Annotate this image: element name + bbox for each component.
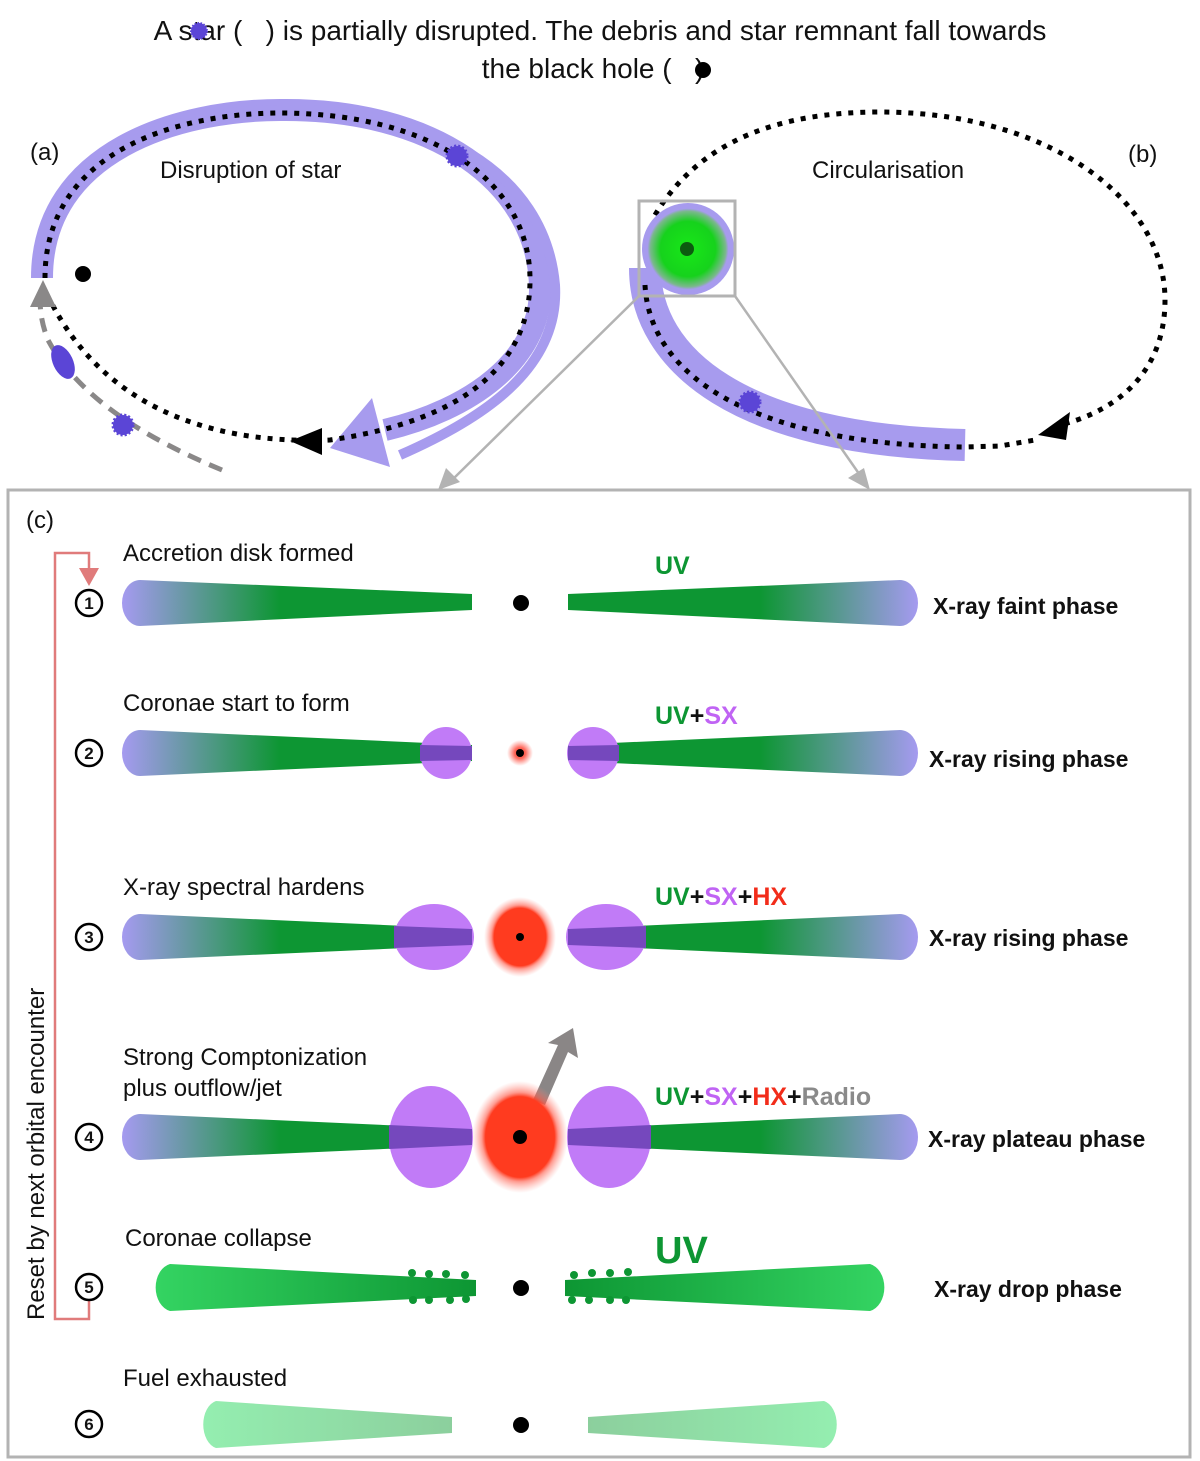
star-remnant-icon (445, 144, 469, 168)
figure-title: A star ( ) is partially disrupted. The d… (154, 15, 1047, 84)
phase-label: X-ray faint phase (933, 593, 1118, 619)
panel-b: (b) Circularisation (438, 109, 1168, 490)
disk-left (122, 1114, 472, 1160)
band-label: UV (655, 552, 690, 580)
disk-left (122, 730, 472, 776)
stage-number-badge (74, 738, 104, 768)
black-hole-b (680, 242, 694, 256)
black-hole-legend-icon (695, 62, 711, 78)
stage-2: Coronae start to form 2 UV+SX X-ray risi… (74, 690, 1128, 779)
black-hole (516, 933, 524, 941)
band-label: UV+SX (655, 702, 738, 730)
black-hole (516, 749, 524, 757)
stage-number-badge (74, 588, 104, 618)
disk-right (568, 730, 918, 776)
zoom-connector-left (449, 295, 640, 483)
disk-right (568, 580, 918, 626)
stretched-star-icon (51, 345, 75, 379)
disk-left (122, 580, 472, 626)
incoming-star-icon (111, 413, 135, 437)
stage-number-badge (74, 1409, 104, 1439)
panel-c-label: (c) (26, 507, 54, 534)
orbit-path-a (42, 110, 533, 443)
stage-number-badge (74, 1272, 104, 1302)
disk-left (122, 914, 472, 960)
trajectory-arrowhead (30, 280, 56, 307)
stage-title: X-ray spectral hardens (123, 874, 364, 901)
phase-label: X-ray rising phase (929, 746, 1128, 772)
stage-number: 5 (84, 1278, 93, 1297)
debris-arrowhead (330, 398, 390, 467)
stage-1: Accretion disk formed 1 UV X-ray faint p… (74, 540, 1118, 626)
phase-label: X-ray drop phase (934, 1276, 1122, 1302)
black-hole-a (75, 266, 91, 282)
stage-number: 6 (84, 1415, 93, 1434)
incoming-trajectory (37, 294, 223, 473)
corona-overlap-left (394, 926, 472, 948)
disk-right (565, 1264, 885, 1311)
stage-4: Strong Comptonization plus outflow/jet 4… (74, 1028, 1145, 1193)
panel-a-label: (a) (30, 139, 59, 166)
debris-stream-outer (37, 104, 561, 460)
stage-title-line-2: plus outflow/jet (123, 1075, 282, 1102)
band-label: UV+SX+HX (655, 883, 787, 911)
phase-label: X-ray plateau phase (928, 1126, 1145, 1152)
disk-left-faded (203, 1401, 452, 1448)
stage-title: Fuel exhausted (123, 1365, 287, 1392)
stage-number-badge (74, 922, 104, 952)
reset-arrowhead (79, 568, 99, 586)
stage-title-line-1: Strong Comptonization (123, 1044, 367, 1071)
disk-right-faded (588, 1401, 837, 1448)
stage-number: 4 (84, 1128, 94, 1147)
stage-title: Coronae collapse (125, 1225, 312, 1252)
disk-right (568, 914, 918, 960)
reset-loop-line (53, 551, 91, 1321)
panel-a-title: Disruption of star (160, 157, 341, 184)
stage-3: X-ray spectral hardens 3 UV+SX+HX X-ray … (74, 874, 1128, 977)
panel-a: (a) Disruption of star (30, 98, 561, 473)
stage-number: 1 (84, 594, 93, 613)
band-label: UV+SX+HX+Radio (655, 1083, 871, 1111)
stage-title: Coronae start to form (123, 690, 350, 717)
orbit-arrowhead-b (1038, 412, 1070, 440)
star-legend-icon (190, 22, 208, 40)
title-line-1: A star ( ) is partially disrupted. The d… (154, 15, 1047, 46)
stage-number-badge (74, 1122, 104, 1152)
panel-c-frame (6, 488, 1192, 1459)
stage-6: Fuel exhausted 6 (74, 1365, 837, 1448)
reset-label: Reset by next orbital encounter (23, 988, 50, 1320)
collapsing-corona-droplets (408, 1268, 632, 1304)
band-label: UV (655, 1230, 708, 1272)
zoom-box (637, 199, 737, 298)
orbit-arrowhead-a (290, 428, 322, 455)
stage-title: Accretion disk formed (123, 540, 354, 567)
corona-overlap-left (420, 745, 472, 761)
disk-right (568, 1114, 918, 1160)
title-line-2: the black hole ( ) (482, 53, 705, 84)
corona-overlap-left (389, 1125, 472, 1149)
panel-b-label: (b) (1128, 141, 1157, 168)
outflow-jet-arrow (533, 1028, 578, 1105)
corona-overlap-right (568, 745, 619, 761)
star-remnant-b-icon (738, 390, 762, 414)
black-hole (513, 1130, 527, 1144)
stage-number: 2 (84, 744, 93, 763)
stage-5: Coronae collapse 5 UV X-ray drop phase (74, 1225, 1122, 1311)
phase-label: X-ray rising phase (929, 925, 1128, 951)
stage-number: 3 (84, 928, 93, 947)
black-hole (513, 595, 529, 611)
black-hole (513, 1417, 529, 1433)
panel-b-title: Circularisation (812, 157, 964, 184)
panel-c: (c) Reset by next orbital encounter Accr… (6, 488, 1192, 1459)
zoom-arrowhead-left (438, 468, 460, 490)
zoom-arrowhead-right (848, 468, 870, 490)
corona-overlap-right (568, 926, 646, 948)
disk-left (155, 1264, 477, 1311)
corona-overlap-right (568, 1125, 651, 1149)
black-hole (513, 1280, 529, 1296)
zoom-connector-right (733, 295, 864, 479)
debris-stream-b (629, 267, 966, 461)
